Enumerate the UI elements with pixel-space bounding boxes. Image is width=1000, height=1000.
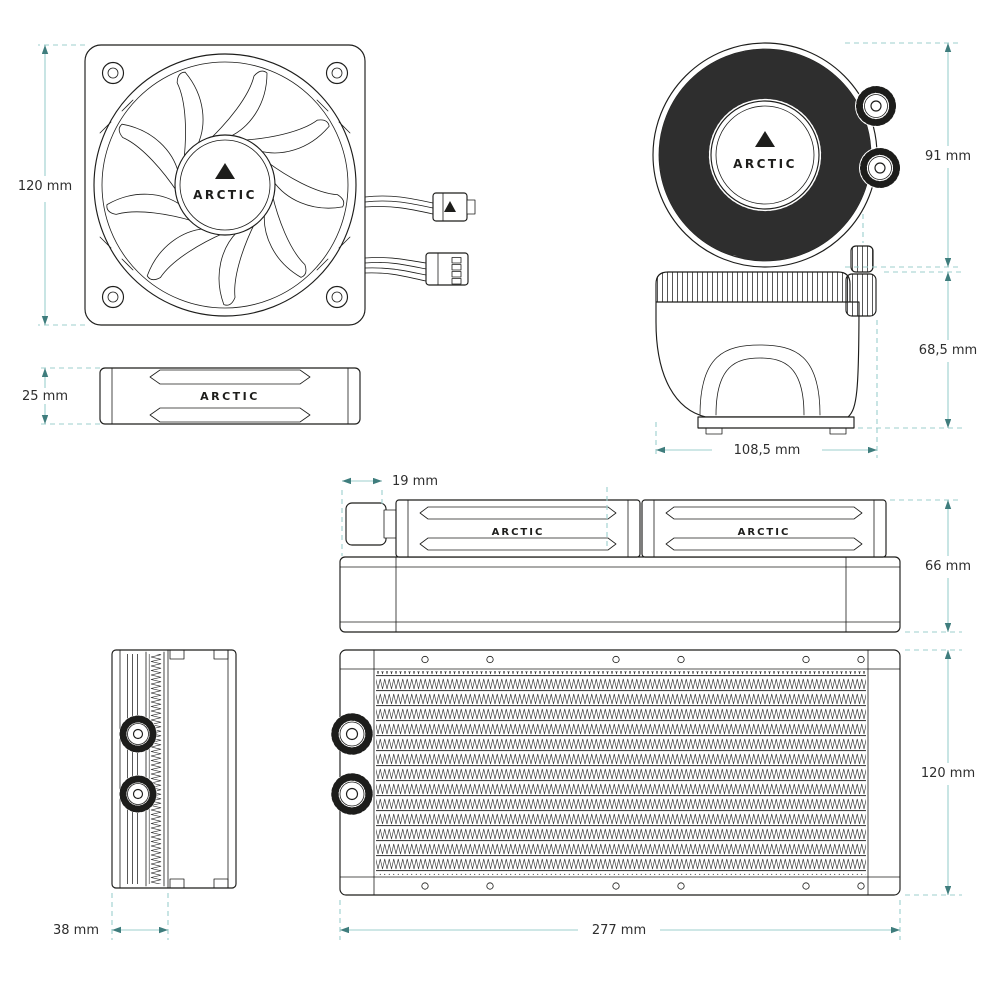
dim-pump-diameter: 91 mm — [845, 42, 971, 268]
dim-radiator-depth: 38 mm — [53, 893, 169, 940]
radiator-fin-core — [376, 671, 866, 875]
dim-label-fitting-offset: 19 mm — [392, 474, 438, 489]
dim-radiator-width: 120 mm — [905, 649, 975, 896]
pump-fins-ring — [659, 49, 871, 261]
fan-side-view: ARCTIC — [99, 367, 361, 425]
fan-hub: ARCTIC — [174, 134, 276, 236]
end-fitting-2 — [119, 775, 157, 813]
fan-b-brand-label: ARCTIC — [738, 527, 791, 538]
connector-4pin-b — [425, 252, 469, 286]
dim-fan-thickness: 25 mm — [22, 367, 100, 425]
radiator-screw-holes — [421, 655, 865, 890]
hose-fitting-side-upper — [850, 245, 874, 273]
dim-label-radiator-width: 120 mm — [921, 766, 975, 781]
dim-label-fan-size: 120 mm — [18, 179, 72, 194]
end-fitting-1 — [119, 715, 157, 753]
arctic-logo-icon — [215, 163, 235, 179]
dim-label-radiator-depth: 38 mm — [53, 923, 99, 938]
dim-pump-height: 68,5 mm — [858, 271, 977, 429]
dim-label-cooler-total-height: 66 mm — [925, 559, 971, 574]
dim-label-fan-thickness: 25 mm — [22, 389, 68, 404]
dim-radiator-length: 277 mm — [339, 900, 901, 940]
dim-label-pump-height: 68,5 mm — [919, 343, 977, 358]
dim-cooler-total-height: 66 mm — [890, 499, 971, 633]
pump-vrm-fan-fins — [655, 271, 851, 303]
dim-fitting-offset: 19 mm — [341, 474, 438, 556]
dim-label-pump-diameter: 91 mm — [925, 149, 971, 164]
cooler-side-view: ARCTIC ARCTIC — [339, 499, 901, 633]
dim-label-radiator-length: 277 mm — [592, 923, 646, 938]
arctic-logo-icon — [755, 131, 775, 147]
fan-screw-holes — [101, 61, 349, 309]
hose-fitting-side-lower — [845, 273, 877, 317]
fan-hub-brand-label: ARCTIC — [193, 188, 257, 202]
dim-label-pump-width: 108,5 mm — [734, 443, 801, 458]
projection-lines — [606, 214, 864, 549]
hose-fitting-top-2 — [859, 147, 901, 189]
front-fitting-2 — [331, 773, 373, 815]
arctic-logo-icon — [444, 201, 456, 212]
mounted-fan-a: ARCTIC — [395, 499, 641, 558]
pump-side-view — [655, 245, 877, 435]
mounted-fan-b: ARCTIC — [641, 499, 887, 558]
radiator-side-fitting — [345, 502, 387, 546]
pump-cold-plate — [697, 416, 855, 429]
radiator-front-view — [331, 649, 901, 896]
dim-pump-width: 108,5 mm — [655, 320, 878, 458]
pump-top-view: ARCTIC — [652, 42, 901, 268]
connector-4pin-a — [432, 192, 476, 222]
fan-side-brand-label: ARCTIC — [200, 390, 260, 403]
fan-corner-braces — [99, 99, 351, 271]
pump-cap-brand-label: ARCTIC — [733, 157, 797, 171]
front-fitting-1 — [331, 713, 373, 755]
hose-fitting-top-1 — [855, 85, 897, 127]
fan-cables — [364, 195, 434, 282]
radiator-end-view — [111, 649, 237, 889]
dim-fan-size: 120 mm — [18, 44, 85, 326]
pump-body — [655, 301, 860, 418]
fan-front-view: ARCTIC — [84, 44, 476, 326]
fan-a-brand-label: ARCTIC — [492, 527, 545, 538]
